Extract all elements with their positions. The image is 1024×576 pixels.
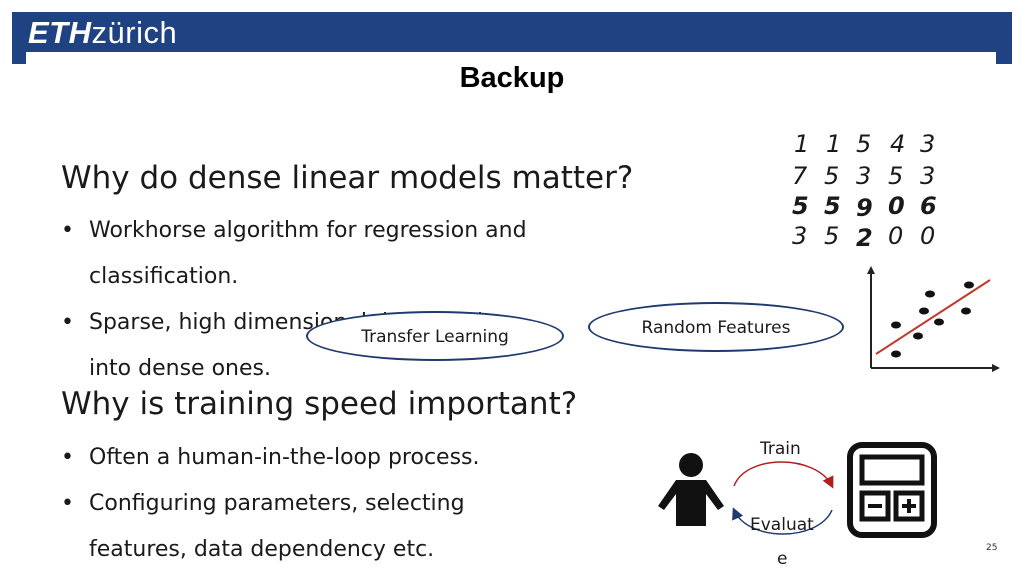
digit: 4 (890, 130, 905, 158)
train-label: Train (760, 439, 801, 459)
bullet-text: features, data dependency etc. (89, 537, 435, 562)
regression-scatter-icon (867, 266, 1000, 372)
digit: 2 (856, 224, 873, 248)
digit: 5 (824, 222, 839, 248)
digit: 6 (920, 192, 937, 220)
evaluate-label: Evaluat (750, 515, 814, 535)
transfer-learning-ellipse: Transfer Learning (306, 311, 564, 361)
transfer-learning-label: Transfer Learning (361, 327, 509, 347)
digit: 3 (920, 162, 935, 190)
mnist-digits-image: 1 1 5 4 3 7 5 3 5 3 5 5 9 0 6 3 5 2 0 0 (792, 130, 937, 248)
bullet-dot: • (61, 310, 74, 335)
bullet-dot: • (61, 491, 74, 516)
bullet-text: Often a human-in-the-loop process. (89, 445, 480, 470)
bullet-dot: • (61, 445, 74, 470)
digit: 9 (856, 194, 873, 222)
header-bar-inner (26, 52, 996, 64)
heading-training-speed: Why is training speed important? (61, 386, 578, 422)
digit: 1 (826, 130, 841, 158)
random-features-ellipse: Random Features (588, 302, 844, 352)
digit: 0 (920, 222, 935, 248)
bullet-text: into dense ones. (89, 356, 271, 381)
train-evaluate-loop (732, 461, 834, 535)
bullet-text: Workhorse algorithm for regression and (89, 218, 527, 243)
random-features-label: Random Features (641, 318, 791, 338)
digit: 3 (792, 222, 807, 248)
bullet-text: classification. (89, 264, 239, 289)
bullet-dot: • (61, 218, 74, 243)
digit: 5 (856, 130, 871, 158)
page-number: 25 (986, 543, 998, 553)
digit: 5 (824, 162, 839, 190)
heading-dense-models: Why do dense linear models matter? (61, 160, 634, 196)
digit: 0 (888, 222, 903, 248)
slide-title: Backup (459, 62, 565, 94)
digit: 5 (824, 192, 841, 220)
digit: 5 (792, 192, 809, 220)
digit: 7 (792, 162, 808, 190)
digit: 5 (888, 162, 903, 190)
bullet-text: Configuring parameters, selecting (89, 491, 465, 516)
digit: 1 (794, 130, 809, 158)
calculator-icon (847, 442, 937, 538)
person-icon (658, 453, 724, 526)
digit: 3 (920, 130, 935, 158)
digit: 0 (888, 192, 905, 220)
eth-logo: ETHzürich (28, 15, 178, 50)
digit: 3 (856, 162, 871, 190)
evaluate-label-cont: e (777, 549, 788, 569)
